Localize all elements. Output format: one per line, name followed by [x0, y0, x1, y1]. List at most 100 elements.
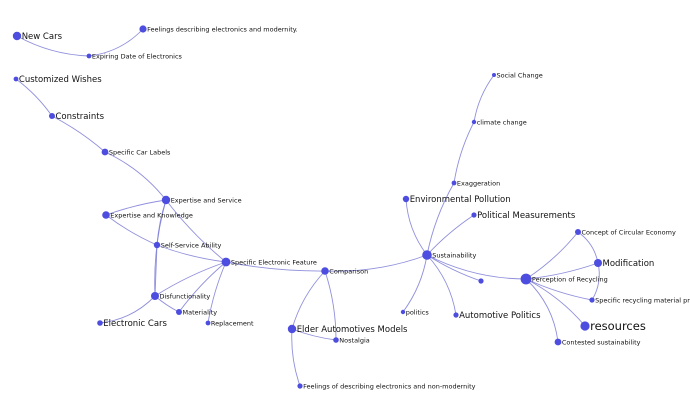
node-label-new-cars: New Cars	[22, 32, 63, 42]
node-automotive-politics[interactable]	[453, 312, 459, 318]
node-label-environmental-pollution: Environmental Pollution	[410, 195, 511, 205]
edge-expertise-service-to-expertise-knowledge	[105, 199, 167, 216]
edge-sustainability-to-unlabeled-node	[426, 254, 482, 282]
edge-disfunctionality-to-electronic-cars	[99, 295, 156, 324]
edge-elder-automotives-to-feelings-non-modernity	[291, 328, 301, 387]
edge-comparison-to-elder-automotives	[291, 270, 326, 330]
node-contested-sustainability[interactable]	[554, 338, 562, 346]
edge-sustainability-to-perception-recycling	[426, 254, 527, 280]
edge-exaggeration-to-sustainability	[426, 182, 455, 256]
node-label-sustainability: Sustainability	[432, 251, 476, 259]
edge-specific-electronic-feature-to-replacement	[207, 261, 227, 324]
node-recycling-material[interactable]	[589, 297, 595, 303]
edge-comparison-to-sustainability	[324, 254, 428, 272]
label-layer: New Cars Feelings describing electronics …	[19, 25, 690, 390]
edge-specific-car-labels-to-expertise-service	[104, 151, 167, 201]
node-label-materiality: Materiality	[183, 308, 218, 316]
node-environmental-pollution[interactable]	[402, 195, 410, 203]
node-comparison[interactable]	[321, 267, 329, 275]
edge-environmental-pollution-to-sustainability	[405, 198, 428, 256]
node-label-exaggeration: Exaggeration	[457, 179, 500, 187]
edge-customized-wishes-to-constraints	[15, 78, 53, 117]
node-label-resources: resources	[590, 319, 646, 333]
node-label-circular-economy: Concept of Circular Economy	[582, 228, 676, 236]
node-disfunctionality[interactable]	[151, 292, 159, 300]
edge-perception-recycling-to-modification	[525, 262, 599, 280]
node-label-political-measurements: Political Measurements	[477, 211, 576, 221]
node-label-expertise-service: Expertise and Service	[171, 196, 242, 204]
node-materiality[interactable]	[176, 309, 182, 315]
node-expertise-knowledge[interactable]	[102, 211, 110, 219]
node-label-expiring-date: Expiring Date of Electronics	[92, 52, 183, 60]
edge-specific-electronic-feature-to-comparison	[225, 261, 326, 272]
node-label-social-change: Social Change	[497, 71, 543, 79]
edge-comparison-to-nostalgia	[324, 270, 337, 341]
node-feelings-non-modernity[interactable]	[297, 383, 303, 389]
edge-climate-change-to-exaggeration	[453, 121, 475, 184]
node-self-service-ability[interactable]	[153, 241, 161, 249]
node-elder-automotives[interactable]	[287, 324, 297, 334]
node-climate-change[interactable]	[471, 119, 477, 125]
node-label-replacement: Replacement	[211, 319, 254, 327]
node-specific-electronic-feature[interactable]	[221, 257, 231, 267]
node-label-self-service-ability: Self-Service Ability	[161, 241, 222, 249]
node-expiring-date[interactable]	[86, 53, 92, 59]
edge-new-cars-to-expiring-date	[16, 35, 90, 57]
node-replacement[interactable]	[205, 320, 211, 326]
edge-perception-recycling-to-resources	[525, 278, 586, 327]
node-electronic-cars[interactable]	[97, 320, 103, 326]
edge-sustainability-to-automotive-politics	[426, 254, 457, 316]
edge-expertise-knowledge-to-self-service-ability	[105, 214, 158, 246]
edge-sustainability-to-politics	[402, 254, 428, 313]
node-label-climate-change: climate change	[477, 118, 527, 126]
node-feelings-modernity[interactable]	[139, 25, 147, 33]
node-modification[interactable]	[594, 259, 602, 267]
edge-specific-electronic-feature-to-disfunctionality	[154, 261, 227, 297]
node-label-electronic-cars: Electronic Cars	[103, 319, 167, 329]
node-label-modification: Modification	[603, 259, 655, 269]
node-sustainability[interactable]	[422, 250, 432, 260]
node-label-constraints: Constraints	[56, 112, 105, 122]
node-label-contested-sustainability: Contested sustainability	[562, 338, 641, 346]
node-label-comparison: Comparison	[329, 267, 368, 275]
edge-expertise-service-to-specific-electronic-feature	[165, 199, 227, 263]
edge-specific-electronic-feature-to-materiality	[178, 261, 227, 313]
node-unlabeled-node[interactable]	[478, 278, 484, 284]
edge-perception-recycling-to-circular-economy	[525, 231, 579, 280]
edge-expiring-date-to-feelings-modernity	[88, 28, 144, 57]
node-label-customized-wishes: Customized Wishes	[19, 75, 102, 85]
node-new-cars[interactable]	[12, 31, 22, 41]
node-label-specific-car-labels: Specific Car Labels	[109, 148, 171, 156]
node-politics[interactable]	[400, 309, 406, 315]
node-label-feelings-non-modernity: Feelings of describing electronics and n…	[303, 382, 476, 390]
edge-self-service-ability-to-disfunctionality	[154, 244, 158, 297]
edge-constraints-to-specific-car-labels	[51, 115, 106, 153]
edge-political-measurements-to-sustainability	[426, 214, 475, 256]
node-label-disfunctionality: Disfunctionality	[160, 292, 211, 300]
node-label-politics: politics	[406, 308, 430, 316]
edge-self-service-ability-to-specific-electronic-feature	[156, 244, 227, 263]
node-expertise-service[interactable]	[161, 195, 171, 205]
node-circular-economy[interactable]	[575, 229, 581, 235]
edge-perception-recycling-to-recycling-material	[525, 278, 593, 301]
node-political-measurements[interactable]	[471, 212, 477, 218]
edge-perception-recycling-to-contested-sustainability	[525, 278, 559, 343]
node-layer	[12, 25, 602, 389]
edge-circular-economy-to-modification	[577, 231, 599, 264]
node-customized-wishes[interactable]	[13, 76, 19, 82]
node-resources[interactable]	[580, 321, 590, 331]
node-constraints[interactable]	[49, 113, 55, 119]
node-exaggeration[interactable]	[451, 180, 457, 186]
node-perception-recycling[interactable]	[520, 273, 532, 285]
node-label-expertise-knowledge: Expertise and Knowledge	[110, 211, 193, 219]
node-specific-car-labels[interactable]	[101, 148, 109, 156]
node-social-change[interactable]	[492, 73, 496, 77]
node-label-automotive-politics: Automotive Politics	[459, 311, 541, 321]
node-label-elder-automotives: Elder Automotives Models	[297, 325, 408, 335]
node-label-perception-recycling: Perception of Recycling	[532, 275, 608, 283]
edge-social-change-to-climate-change	[473, 74, 495, 123]
node-nostalgia[interactable]	[333, 337, 339, 343]
node-label-feelings-modernity: Feelings describing electronics and mode…	[147, 25, 298, 33]
node-label-specific-electronic-feature: Specific Electronic Feature	[231, 258, 317, 266]
